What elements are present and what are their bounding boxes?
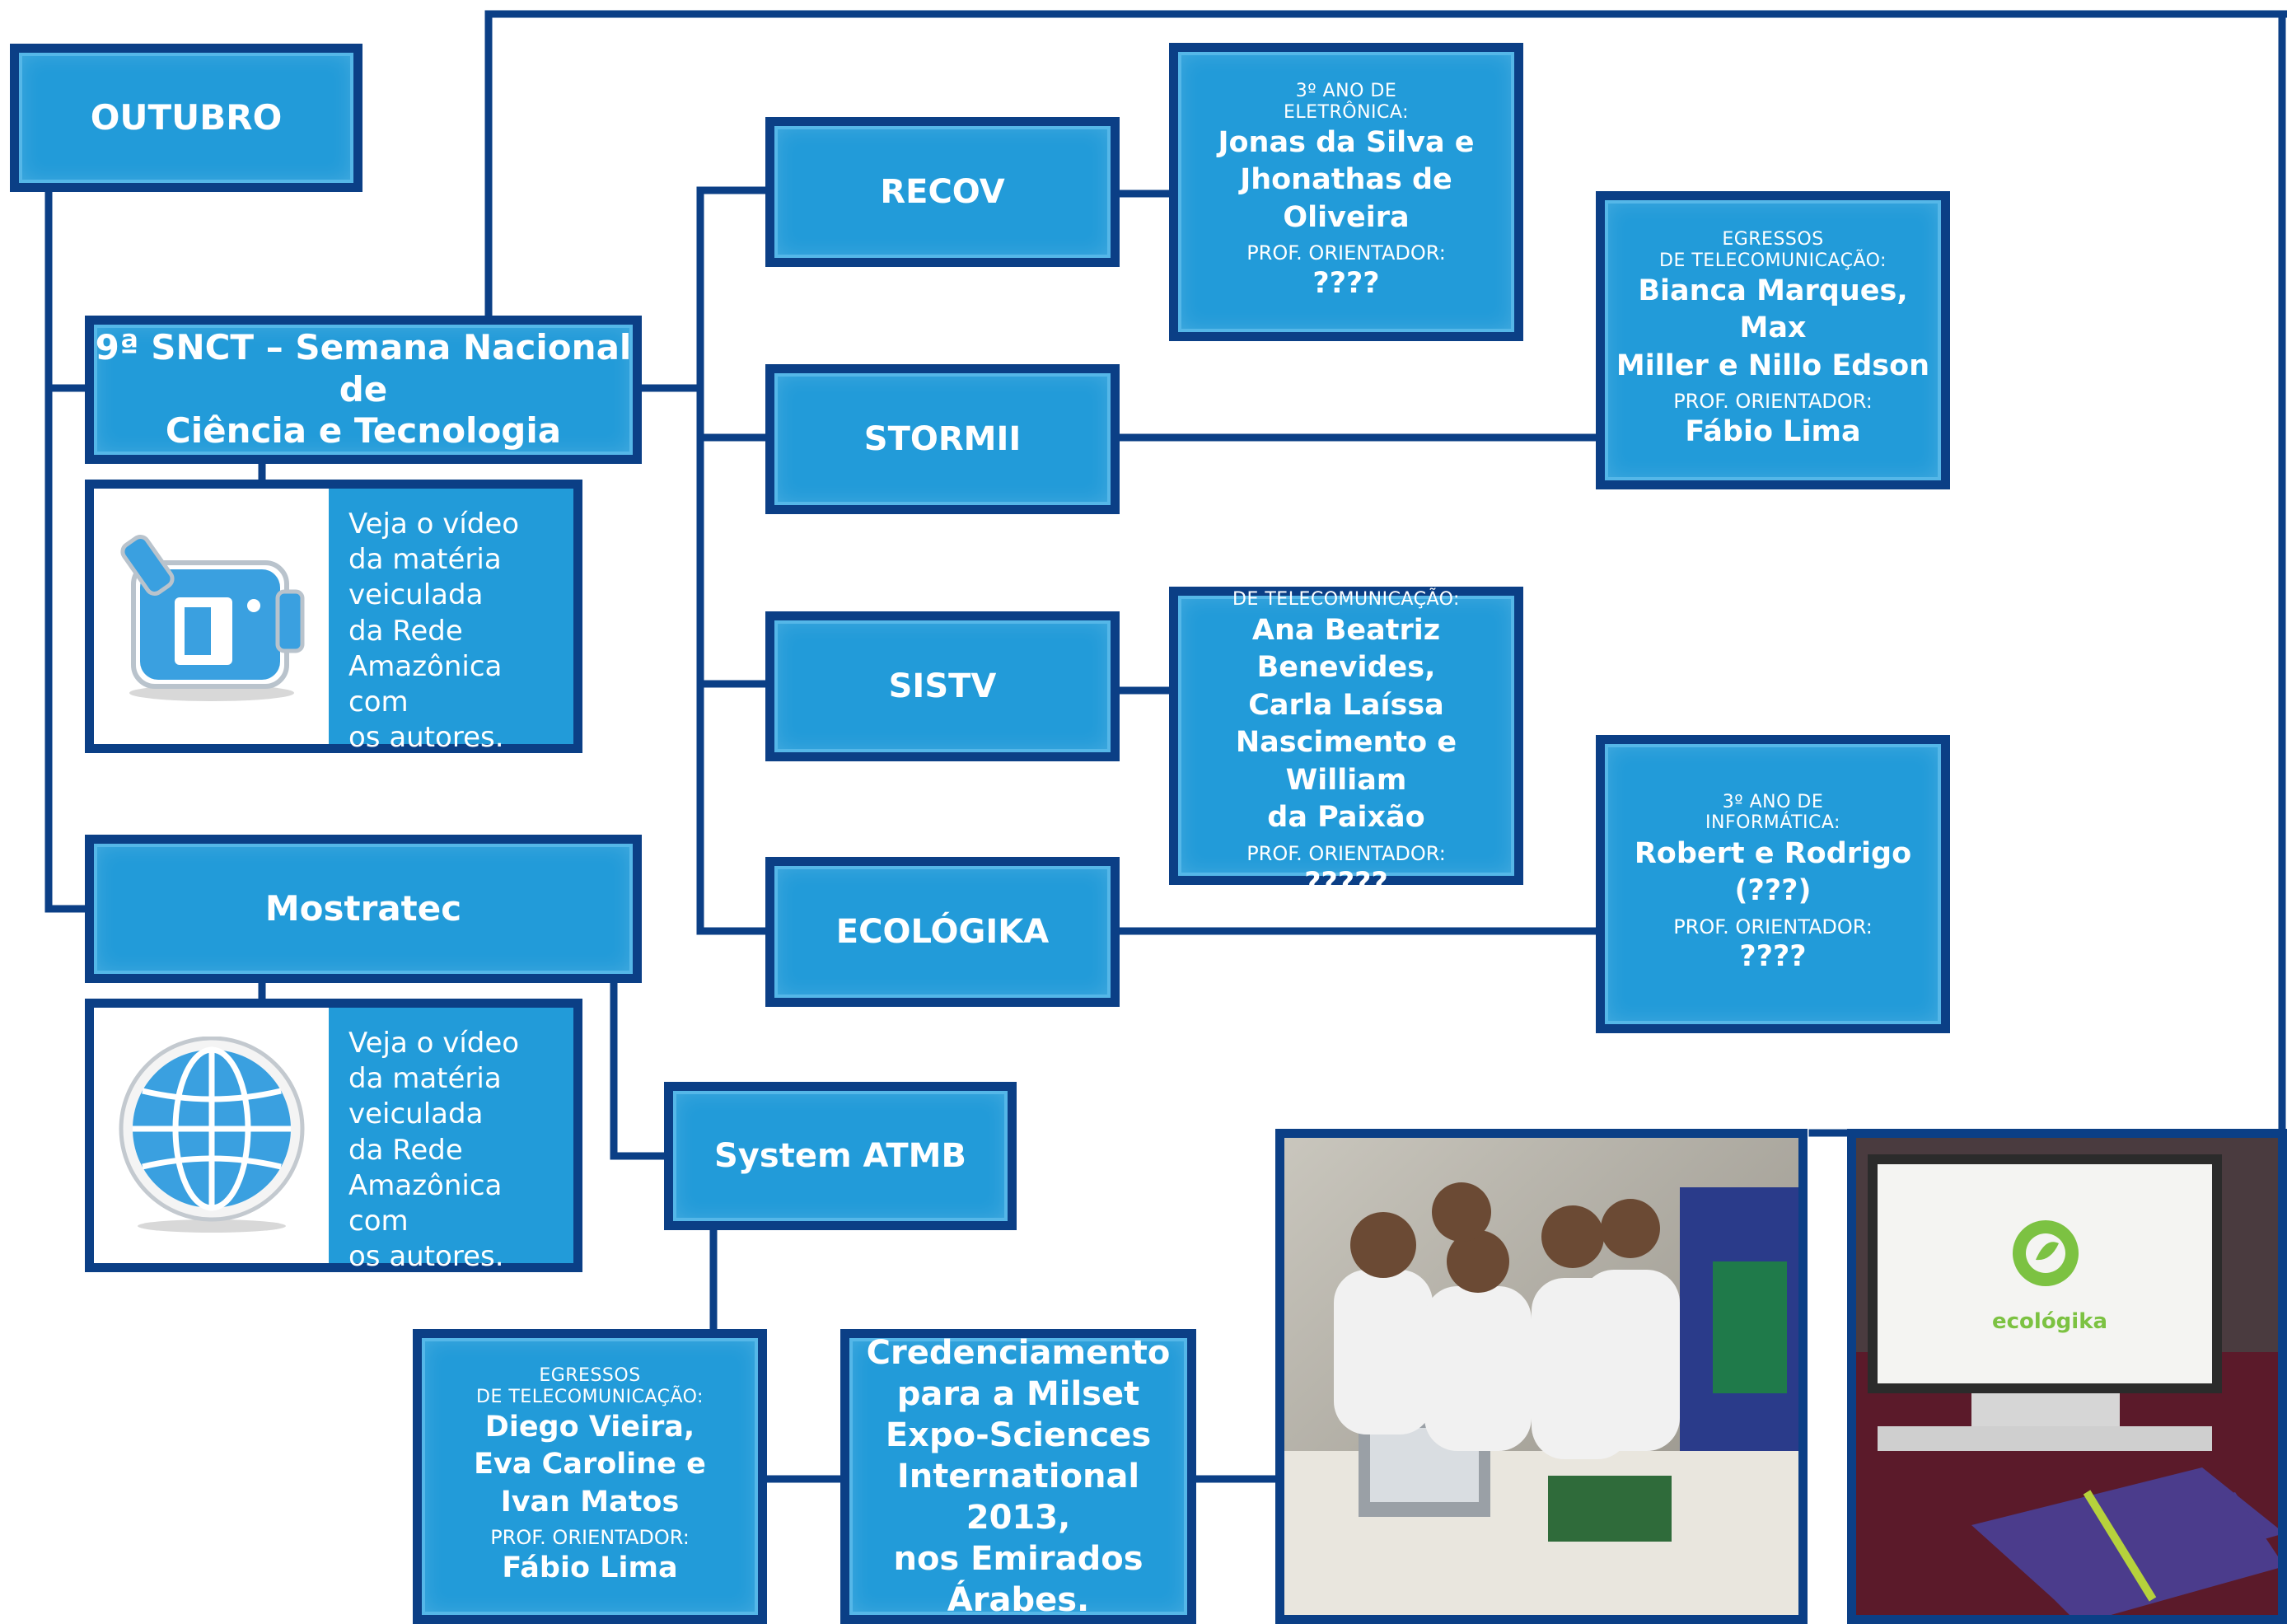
node-outubro-label: OUTUBRO	[90, 96, 283, 138]
details-names: Diego Vieira,	[484, 1410, 695, 1444]
photo-ecologika: ecológika	[1847, 1129, 2287, 1624]
node-snct-line2: Ciência e Tecnologia	[165, 410, 562, 452]
photo-ecologika-image	[1856, 1138, 2278, 1615]
details-caption: INFORMÁTICA:	[1705, 812, 1840, 834]
node-sistv: SISTV	[765, 611, 1120, 761]
credential-line: International 2013,	[896, 1458, 1140, 1537]
details-prof-label: PROF. ORIENTADOR:	[1673, 915, 1873, 938]
details-recov: 3º ANO DE ELETRÔNICA: Jonas da Silva e J…	[1169, 43, 1523, 341]
details-caption: 3º ANO DE	[1722, 792, 1824, 813]
media-card-video-line: da Rede	[348, 614, 463, 648]
details-names: Nascimento e William	[1235, 726, 1457, 797]
node-stormii: STORMII	[765, 364, 1120, 514]
node-system-atmb-label: System ATMB	[714, 1137, 966, 1175]
details-prof-name: ????	[1312, 267, 1380, 301]
media-card-video-line: os autores.	[348, 721, 504, 755]
node-stormii-label: STORMII	[863, 420, 1022, 458]
details-names: da Paixão	[1267, 801, 1425, 835]
media-card-video[interactable]: Veja o vídeo da matéria veiculada da Red…	[85, 480, 582, 754]
credential-line: para a Milset	[896, 1375, 1140, 1413]
details-names: Ivan Matos	[500, 1485, 680, 1519]
details-prof-label: PROF. ORIENTADOR:	[1246, 841, 1446, 865]
details-prof-label: PROF. ORIENTADOR:	[490, 1526, 690, 1550]
photo-ecologika-logo-text: ecológika	[1992, 1309, 2108, 1334]
media-card-video-line: Veja o vídeo	[348, 508, 520, 541]
node-sistv-label: SISTV	[888, 667, 997, 705]
photo-students	[1275, 1129, 1808, 1624]
details-names: Jhonathas de Oliveira	[1240, 163, 1452, 234]
media-card-globe-iconpane	[94, 1008, 329, 1263]
details-prof-name: ?????	[1304, 867, 1388, 901]
details-ecologika: 3º ANO DE INFORMÁTICA: Robert e Rodrigo …	[1596, 735, 1950, 1033]
details-caption: DE TELECOMUNICAÇÃO:	[1232, 589, 1460, 611]
node-outubro: OUTUBRO	[10, 44, 362, 192]
media-card-video-line: Amazônica com	[348, 649, 503, 718]
credential-line: Credenciamento	[866, 1334, 1171, 1372]
node-recov-label: RECOV	[880, 173, 1005, 211]
details-prof-name: Fábio Lima	[502, 1551, 678, 1585]
details-prof-label: PROF. ORIENTADOR:	[1673, 390, 1873, 414]
details-stormii: EGRESSOS DE TELECOMUNICAÇÃO: Bianca Marq…	[1596, 191, 1950, 489]
details-prof-label: PROF. ORIENTADOR:	[1246, 241, 1446, 265]
details-names: Eva Caroline e	[474, 1448, 706, 1481]
details-caption: ELETRÔNICA:	[1284, 101, 1409, 123]
media-card-video-iconpane	[94, 489, 329, 744]
media-card-globe[interactable]: Veja o vídeo da matéria veiculada da Red…	[85, 999, 582, 1273]
node-snct-line1: 9ª SNCT – Semana Nacional de	[95, 327, 632, 410]
details-caption: 3º ANO DE	[1295, 81, 1397, 102]
details-names: Robert e Rodrigo (???)	[1634, 836, 1912, 908]
node-recov: RECOV	[765, 117, 1120, 267]
details-prof-name: Fábio Lima	[1685, 415, 1861, 449]
credential-line: Expo-Sciences	[885, 1416, 1152, 1454]
details-names: Carla Laíssa	[1248, 688, 1444, 722]
globe-icon	[119, 1037, 304, 1233]
details-names: Jonas da Silva e	[1218, 125, 1475, 159]
details-caption: DE TELECOMUNICAÇÃO:	[1659, 250, 1887, 271]
node-ecologika: ECOLÓGIKA	[765, 857, 1120, 1007]
media-card-globe-line: da Rede	[348, 1133, 463, 1167]
media-card-video-line: da matéria	[348, 543, 502, 577]
media-card-globe-line: Veja o vídeo	[348, 1027, 520, 1060]
node-snct: 9ª SNCT – Semana Nacional de Ciência e T…	[85, 316, 642, 464]
media-card-video-line: veiculada	[348, 578, 484, 612]
details-prof-name: ????	[1739, 940, 1807, 974]
node-mostratec: Mostratec	[85, 835, 642, 983]
details-names: Bianca Marques, Max	[1638, 274, 1908, 345]
details-sistv: EGRESSOS DE TELECOMUNICAÇÃO: Ana Beatriz…	[1169, 569, 1523, 900]
node-system-atmb: System ATMB	[664, 1082, 1017, 1230]
node-credenciamento: Credenciamento para a Milset Expo-Scienc…	[840, 1329, 1196, 1624]
details-caption: EGRESSOS	[1722, 229, 1824, 250]
details-caption: EGRESSOS	[539, 1365, 641, 1387]
credential-line: Árabes.	[947, 1581, 1090, 1619]
details-names: Ana Beatriz Benevides,	[1251, 613, 1441, 685]
details-caption: EGRESSOS	[1295, 569, 1397, 590]
details-names: Miller e Nillo Edson	[1616, 349, 1930, 382]
media-card-globe-text: Veja o vídeo da matéria veiculada da Red…	[329, 1008, 573, 1273]
media-card-video-text: Veja o vídeo da matéria veiculada da Red…	[329, 489, 573, 754]
video-camera-icon	[119, 535, 304, 701]
details-caption: DE TELECOMUNICAÇÃO:	[476, 1386, 704, 1407]
media-card-globe-line: da matéria	[348, 1062, 502, 1096]
details-atmb: EGRESSOS DE TELECOMUNICAÇÃO: Diego Vieir…	[413, 1329, 767, 1624]
media-card-globe-line: veiculada	[348, 1097, 484, 1131]
credential-line: nos Emirados	[893, 1540, 1144, 1578]
node-ecologika-label: ECOLÓGIKA	[835, 913, 1050, 951]
photo-students-image	[1284, 1138, 1798, 1615]
node-mostratec-label: Mostratec	[264, 887, 462, 929]
media-card-globe-line: Amazônica com	[348, 1168, 503, 1238]
media-card-globe-line: os autores.	[348, 1240, 504, 1274]
